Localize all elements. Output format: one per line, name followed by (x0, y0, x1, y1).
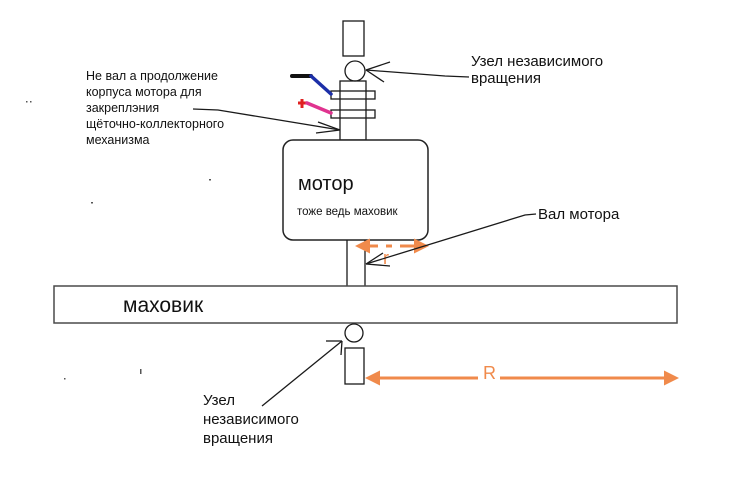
note-line: корпуса мотора для (86, 85, 202, 99)
callout-line: независимого (203, 411, 299, 428)
motor-subtitle: тоже ведь маховик (297, 206, 399, 218)
negative-wire (290, 74, 333, 96)
brush-mount-note: Не вал а продолжение корпуса мотора для … (86, 69, 224, 147)
note-line: Не вал а продолжение (86, 69, 218, 83)
bottom-bearing-support (344, 347, 365, 385)
brush-note-leader-arrow (192, 108, 341, 134)
callout-line: вращения (203, 430, 273, 447)
motor-shaft-leader-arrow (365, 213, 537, 267)
motor-shaft-label: Вал мотора (538, 206, 620, 223)
bottom-bearing-leader-arrow (261, 340, 343, 407)
stray-marks (26, 101, 211, 380)
top-bearing-leader-arrow (365, 61, 470, 83)
large-radius-dimension: R (365, 363, 679, 386)
note-line: закреплэния (86, 101, 159, 115)
bottom-bearing (344, 323, 364, 343)
large-radius-label: R (483, 363, 496, 383)
top-bearing-label: Узел независимого вращения (471, 53, 603, 87)
top-bearing-support (342, 20, 365, 57)
brush-bracket-lower (330, 109, 376, 119)
top-bearing (344, 60, 366, 82)
positive-wire (298, 99, 333, 115)
callout-line: Узел независимого (471, 53, 603, 70)
brush-bracket-upper (330, 90, 376, 100)
bottom-bearing-label: Узел независимого вращения (203, 392, 299, 447)
flywheel (53, 285, 678, 324)
callout-line: Узел (203, 392, 235, 409)
note-line: механизма (86, 133, 150, 147)
note-line: щёточно-коллекторного (86, 117, 224, 131)
motor-title: мотор (298, 173, 354, 195)
flywheel-label: маховик (123, 294, 204, 317)
callout-line: вращения (471, 70, 541, 87)
